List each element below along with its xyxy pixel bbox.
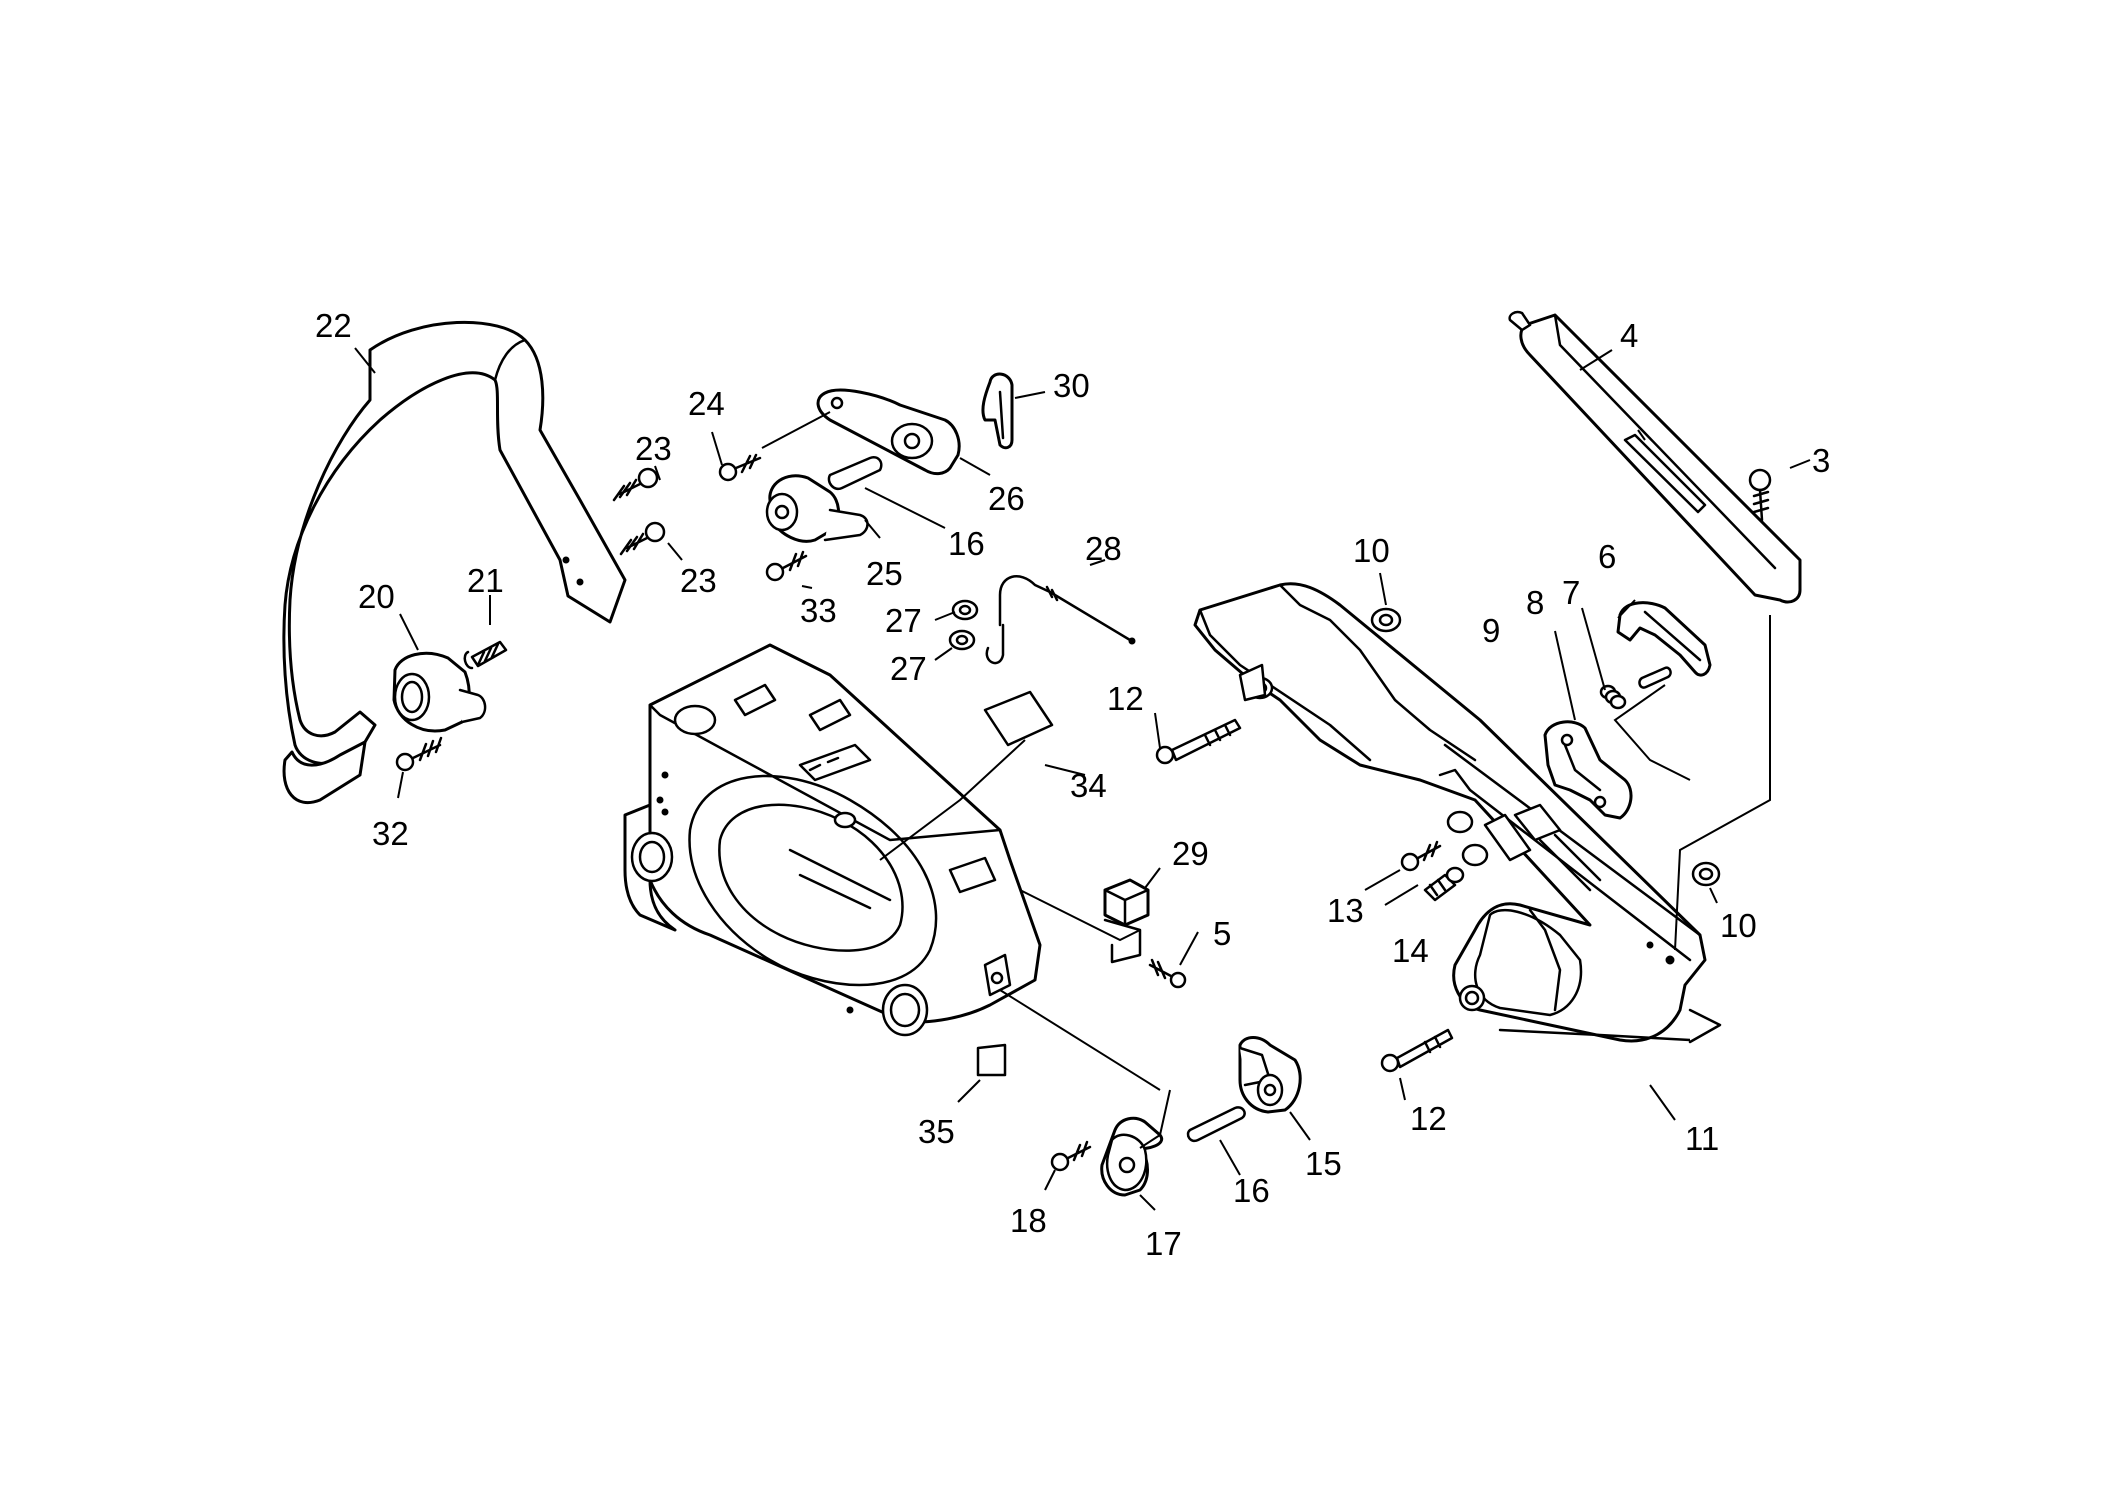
callout-33: 33 (800, 592, 837, 629)
part-27-nut-a (951, 599, 979, 621)
callout-12a: 12 (1107, 680, 1144, 717)
callout-24: 24 (688, 385, 725, 422)
part-3-screw (1748, 468, 1772, 522)
part-13-screw (1400, 840, 1442, 872)
leader-lines (354, 347, 1811, 1211)
callout-27b: 27 (890, 650, 927, 687)
callout-21: 21 (467, 562, 504, 599)
part-9-throttle-lock (1543, 720, 1633, 820)
part-21-bolt (463, 640, 508, 670)
part-16-pin-lower (1186, 1106, 1246, 1143)
part-22-front-handle (282, 320, 627, 805)
part-32-screw (395, 736, 443, 772)
part-7-pin (1638, 666, 1672, 689)
part-24-screw (718, 453, 762, 482)
part-34-label (983, 690, 1054, 747)
part-28-cable (985, 575, 1136, 665)
part-33-screw (765, 550, 808, 582)
callout-15: 15 (1305, 1145, 1342, 1182)
part-6-trigger (1616, 601, 1712, 677)
part-11-rear-handle (1193, 582, 1722, 1044)
callout-20: 20 (358, 578, 395, 615)
part-17-damper (1100, 1116, 1164, 1197)
callout-11: 11 (1685, 1120, 1719, 1157)
callout-32: 32 (372, 815, 409, 852)
part-5-screw (1148, 958, 1187, 989)
callout-27a: 27 (885, 602, 922, 639)
callout-5: 5 (1213, 915, 1231, 952)
part-12-bolt-upper (1155, 718, 1242, 765)
part-29-switch (1103, 878, 1150, 964)
callout-14: 14 (1392, 932, 1429, 969)
callout-9: 9 (1482, 612, 1500, 649)
part-18-screw (1050, 1140, 1092, 1172)
callout-26: 26 (988, 480, 1025, 517)
callout-23b: 23 (680, 562, 717, 599)
part-15-damper (1238, 1036, 1302, 1114)
part-23-screw-a (612, 467, 659, 502)
part-35-label (976, 1043, 1007, 1077)
callout-13: 13 (1327, 892, 1364, 929)
part-14-screw (1423, 866, 1465, 902)
callout-34: 34 (1070, 767, 1107, 804)
callout-16a: 16 (948, 525, 985, 562)
part-12-bolt-lower (1380, 1028, 1454, 1073)
part-26-mount-bracket (816, 388, 961, 476)
part-27-nut-b (948, 629, 976, 651)
part-4-top-cover (1508, 310, 1802, 604)
callout-8: 8 (1526, 584, 1544, 621)
callout-30: 30 (1053, 367, 1090, 404)
callout-35: 35 (918, 1113, 955, 1150)
crankcase-body (623, 643, 1042, 1037)
callout-25: 25 (866, 555, 903, 592)
callout-18: 18 (1010, 1202, 1047, 1239)
callout-28: 28 (1085, 530, 1122, 567)
callout-16b: 16 (1233, 1172, 1270, 1209)
part-25-damper (765, 474, 869, 543)
callout-labels: 22 24 30 4 3 23 26 16 25 23 28 10 6 7 8 … (315, 307, 1830, 1262)
callout-7: 7 (1562, 574, 1580, 611)
part-30-clip (981, 372, 1014, 450)
callout-22: 22 (315, 307, 352, 344)
part-20-bushing (392, 651, 487, 733)
callout-12b: 12 (1410, 1100, 1447, 1137)
part-10-nut-upper (1370, 607, 1402, 633)
part-10-nut-lower (1691, 861, 1721, 887)
callout-29: 29 (1172, 835, 1209, 872)
callout-6: 6 (1598, 538, 1616, 575)
callout-10b: 10 (1720, 907, 1757, 944)
part-23-screw-b (619, 521, 666, 556)
callout-23a: 23 (635, 430, 672, 467)
callout-4: 4 (1620, 317, 1638, 354)
callout-10a: 10 (1353, 532, 1390, 569)
part-16-pin-upper (827, 456, 883, 491)
callout-17: 17 (1145, 1225, 1182, 1262)
callout-3: 3 (1812, 442, 1830, 479)
